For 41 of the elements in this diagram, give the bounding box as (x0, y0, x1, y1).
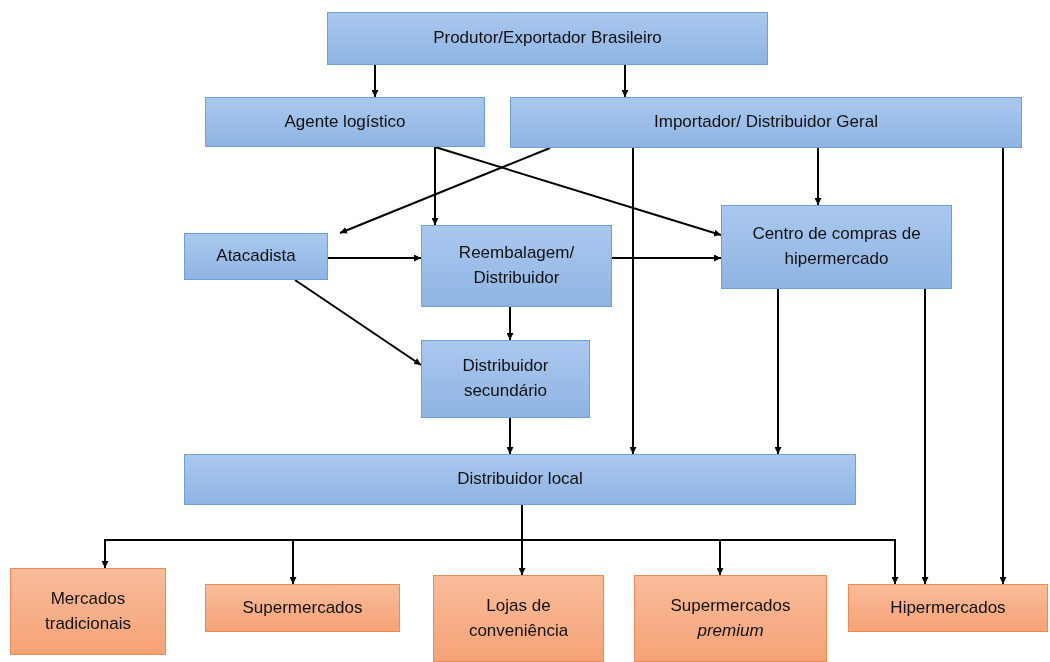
process-box (421, 340, 590, 418)
arrow (506, 417, 514, 455)
process-box (421, 225, 612, 307)
arrow (921, 288, 929, 585)
node-label: Atacadista (216, 245, 296, 268)
process-box (205, 97, 485, 147)
outlet-box (205, 584, 400, 632)
node-label: Distribuidor secundário (461, 355, 550, 402)
node-label: Importador/ Distribuidor Geral (654, 111, 878, 134)
arrow (327, 254, 422, 262)
node-label: Produtor/Exportador Brasileiro (433, 27, 662, 50)
arrow (774, 288, 782, 455)
arrow (814, 147, 822, 206)
process-box (184, 233, 328, 280)
node-label: Centro de compras de hipermercado (751, 223, 922, 270)
arrow (621, 64, 629, 98)
node-label: Hipermercados (890, 596, 1006, 619)
arrow (339, 147, 551, 234)
arrow (506, 306, 514, 341)
arrow (629, 147, 637, 455)
arrow (431, 146, 439, 226)
arrow (999, 147, 1007, 585)
arrow (294, 279, 422, 366)
arrow (371, 64, 379, 98)
process-box (510, 97, 1022, 148)
node-label: Agente logístico (284, 110, 406, 133)
arrow (611, 254, 722, 262)
process-box (721, 205, 952, 289)
outlet-box (433, 575, 604, 662)
outlet-box (10, 568, 166, 655)
node-label: Distribuidor local (457, 468, 583, 491)
outlet-box (848, 584, 1048, 632)
node-label: Mercados tradicionais (44, 587, 132, 635)
node-label: Reembalagem/ Distribuidor (457, 242, 576, 289)
process-box (184, 454, 856, 505)
process-box (327, 12, 768, 65)
node-label: Lojas de conveniência (467, 594, 570, 642)
node-label: Supermercados (242, 596, 363, 619)
node-label: Supermercados premium (669, 594, 792, 642)
arrow (434, 146, 722, 237)
outlet-box (634, 575, 827, 662)
